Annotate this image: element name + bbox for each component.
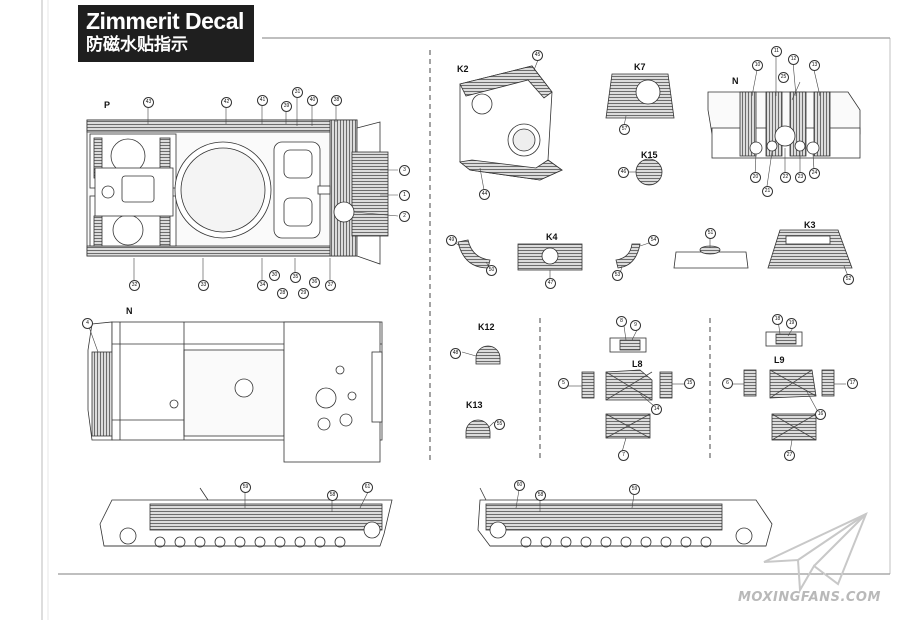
callout: 36 [309, 277, 320, 288]
callout: 60 [514, 480, 525, 491]
view-label-k15: K15 [641, 150, 658, 160]
title-box: Zimmerit Decal 防磁水贴指示 [78, 5, 254, 62]
callout: 18 [772, 314, 783, 325]
view-label-k12: K12 [478, 322, 495, 332]
callout: 49 [446, 235, 457, 246]
part-k7 [605, 73, 675, 119]
part-k15 [635, 158, 663, 186]
callout: 11 [771, 46, 782, 57]
part-51 [673, 251, 749, 269]
callout: 6 [722, 378, 733, 389]
callout: 50 [486, 265, 497, 276]
callout: 9 [630, 320, 641, 331]
callout: 20 [750, 172, 761, 183]
callout: 55 [494, 419, 505, 430]
paper-plane-watermark [763, 512, 868, 594]
view-label-k13: K13 [466, 400, 483, 410]
view-label-k7: K7 [634, 62, 646, 72]
callout: 12 [788, 54, 799, 65]
callout: 52 [843, 274, 854, 285]
callout: 46 [618, 167, 629, 178]
callout: 41 [257, 95, 268, 106]
callout: 38 [331, 95, 342, 106]
callout: 51 [705, 228, 716, 239]
side-view-left [99, 487, 393, 548]
part-49-50 [457, 239, 491, 269]
callout: 13 [809, 60, 820, 71]
callout: 22 [780, 172, 791, 183]
callout: 16 [815, 409, 826, 420]
callout: 24 [809, 168, 820, 179]
callout: 47 [545, 278, 556, 289]
view-label-k2: K2 [457, 64, 469, 74]
view-label-k4: K4 [546, 232, 558, 242]
callout: 57 [619, 124, 630, 135]
top-view-p [86, 119, 389, 265]
side-view-right [477, 487, 773, 548]
part-k2 [459, 65, 563, 181]
view-label-n-rear: N [732, 76, 739, 86]
callout: 23 [795, 172, 806, 183]
callout: 27 [784, 450, 795, 461]
callout: 58 [535, 490, 546, 501]
part-53-54 [615, 243, 641, 269]
callout: 28 [277, 288, 288, 299]
part-k12 [475, 345, 501, 365]
callout: 58 [327, 490, 338, 501]
callout: 53 [612, 270, 623, 281]
view-label-l9: L9 [774, 355, 785, 365]
callout: 21 [762, 186, 773, 197]
callout: 8 [616, 316, 627, 327]
part-k13 [465, 419, 491, 439]
callout: 30 [269, 270, 280, 281]
view-label-l8: L8 [632, 359, 643, 369]
callout: 25 [778, 72, 789, 83]
callout: 17 [847, 378, 858, 389]
callout: 1 [399, 190, 410, 201]
callout: 14 [651, 404, 662, 415]
callout: 5 [558, 378, 569, 389]
view-label-k3: K3 [804, 220, 816, 230]
callout: 59 [240, 482, 251, 493]
callout: 43 [143, 97, 154, 108]
callout: 10 [752, 60, 763, 71]
callout: 35 [290, 272, 301, 283]
callout: 54 [648, 235, 659, 246]
callout: 19 [786, 318, 797, 329]
callout: 44 [479, 189, 490, 200]
callout: 42 [221, 97, 232, 108]
callout: 32 [129, 280, 140, 291]
title-english: Zimmerit Decal [86, 8, 244, 34]
callout: 7 [618, 450, 629, 461]
callout: 3 [399, 165, 410, 176]
callout: 15 [684, 378, 695, 389]
callout: 2 [399, 211, 410, 222]
callout: 4 [82, 318, 93, 329]
callout: 59 [629, 484, 640, 495]
site-watermark: MOXINGFANS.COM [738, 590, 881, 605]
callout: 40 [307, 95, 318, 106]
callout: 48 [450, 348, 461, 359]
callout: 37 [325, 280, 336, 291]
hull-underside-n [87, 321, 383, 463]
callout: 31 [292, 87, 303, 98]
callout: 39 [281, 101, 292, 112]
title-chinese: 防磁水贴指示 [86, 35, 188, 55]
callout: 29 [298, 288, 309, 299]
callout: 45 [532, 50, 543, 61]
view-label-n-hull: N [126, 306, 133, 316]
view-label-p: P [104, 100, 111, 110]
callout: 33 [198, 280, 209, 291]
callout: 61 [362, 482, 373, 493]
rear-plate-n [707, 91, 861, 159]
callout: 34 [257, 280, 268, 291]
